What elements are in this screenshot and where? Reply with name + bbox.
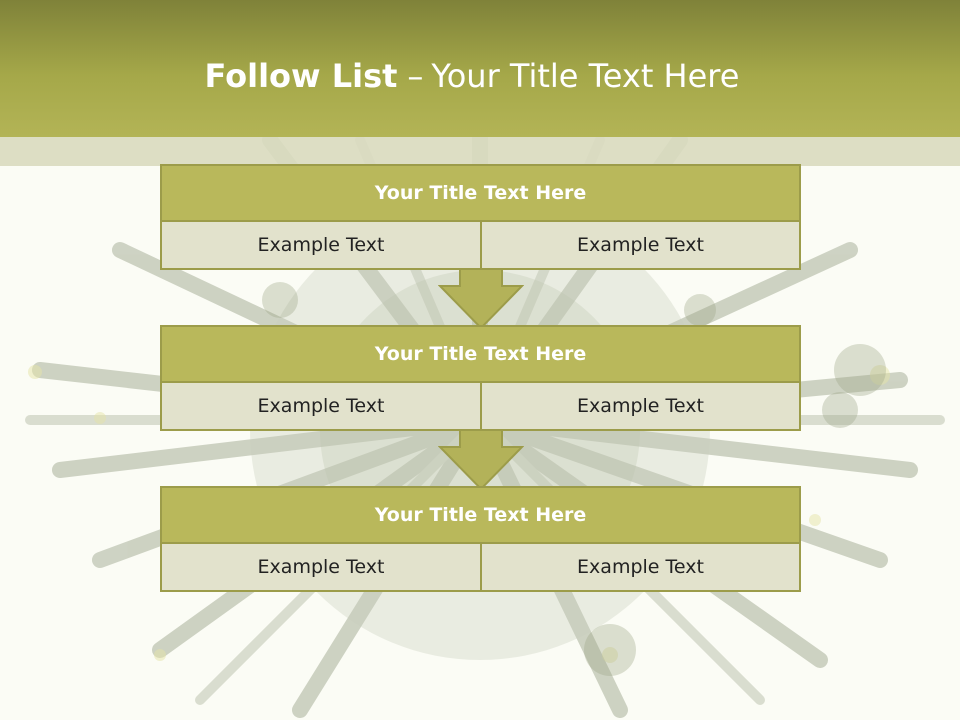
step-cell-right: Example Text	[480, 381, 801, 431]
step-cell-left: Example Text	[160, 381, 482, 431]
step-cell-right: Example Text	[480, 542, 801, 592]
step-cell-right: Example Text	[480, 220, 801, 270]
title-separator: –	[407, 57, 424, 95]
page-title: Follow List–Your Title Text Here	[0, 52, 944, 100]
step-title: Your Title Text Here	[160, 486, 801, 544]
down-arrow-icon	[438, 429, 524, 491]
header-strip	[0, 137, 960, 166]
step-cell-left: Example Text	[160, 542, 482, 592]
header-band	[0, 0, 960, 137]
step-title: Your Title Text Here	[160, 325, 801, 383]
title-bold: Follow List	[204, 57, 398, 95]
title-rest: Your Title Text Here	[431, 57, 740, 95]
step-cell-left: Example Text	[160, 220, 482, 270]
down-arrow-icon	[438, 268, 524, 330]
step-title: Your Title Text Here	[160, 164, 801, 222]
